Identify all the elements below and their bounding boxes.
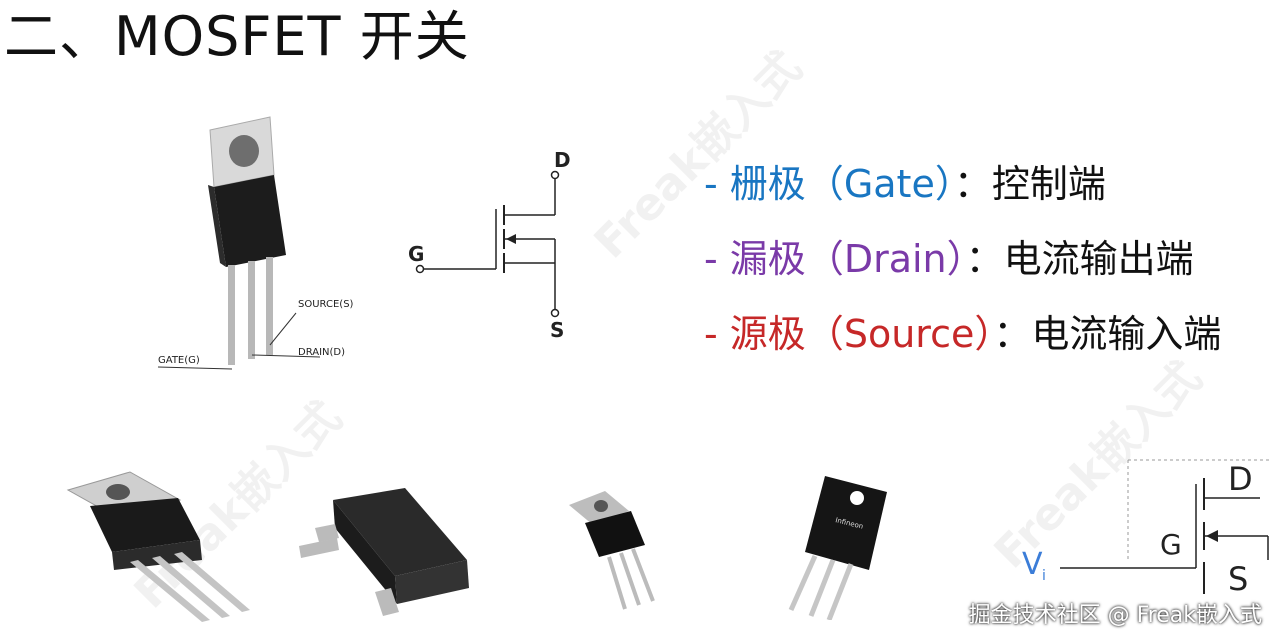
source-paren-close: ）	[974, 312, 994, 356]
source-name: 源极	[729, 312, 806, 356]
gate-paren-close: ）	[934, 162, 954, 206]
symbol-source-label: S	[550, 318, 564, 342]
mosfet-switch-circuit: D G S V i	[1022, 459, 1270, 598]
terminal-source-line: - 源极（Source）：电流输入端	[704, 310, 1221, 358]
to220-photo-2	[569, 491, 655, 610]
sot23-photo	[299, 488, 469, 616]
circuit-gate-label: G	[1160, 528, 1182, 561]
gate-description: 控制端	[991, 162, 1106, 206]
drain-paren-close: ）	[946, 237, 966, 281]
drain-paren-open: （	[805, 237, 844, 281]
drain-english: Drain	[843, 237, 947, 281]
to247-photo: Infineon	[788, 476, 887, 620]
terminal-gate-line: - 栅极（Gate）：控制端	[704, 160, 1106, 208]
source-english: Source	[843, 312, 975, 356]
gate-colon: ：	[953, 162, 992, 206]
source-pin-label: SOURCE(S)	[298, 299, 354, 310]
drain-dash: -	[704, 237, 730, 281]
page-title: 二、MOSFET 开关	[4, 5, 470, 68]
circuit-vi-subscript: i	[1042, 568, 1046, 584]
source-colon: ：	[993, 312, 1032, 356]
source-paren-open: （	[805, 312, 844, 356]
circuit-vi-label: V	[1022, 547, 1043, 582]
gate-english: Gate	[843, 162, 935, 206]
footer-watermark: 掘金技术社区 @ Freak嵌入式	[968, 603, 1262, 628]
symbol-drain-label: D	[554, 148, 571, 172]
to220-photo-1	[66, 471, 250, 622]
drain-name: 漏极	[729, 237, 806, 281]
gate-paren-open: （	[805, 162, 844, 206]
terminal-drain-line: - 漏极（Drain）：电流输出端	[704, 235, 1194, 283]
symbol-gate-label: G	[408, 242, 424, 266]
drain-colon: ：	[965, 237, 1004, 281]
drain-description: 电流输出端	[1003, 237, 1194, 281]
gate-name: 栅极	[729, 162, 806, 206]
source-dash: -	[704, 312, 730, 356]
drain-pin-label: DRAIN(D)	[298, 347, 345, 358]
gate-dash: -	[704, 162, 730, 206]
source-description: 电流输入端	[1031, 312, 1222, 356]
circuit-drain-label: D	[1228, 460, 1253, 498]
mosfet-schematic-symbol: D G S	[408, 148, 571, 342]
circuit-source-label: S	[1228, 560, 1248, 598]
gate-pin-label: GATE(G)	[158, 355, 200, 366]
to220-package-illustration: SOURCE(S) DRAIN(D) GATE(G)	[157, 116, 354, 370]
